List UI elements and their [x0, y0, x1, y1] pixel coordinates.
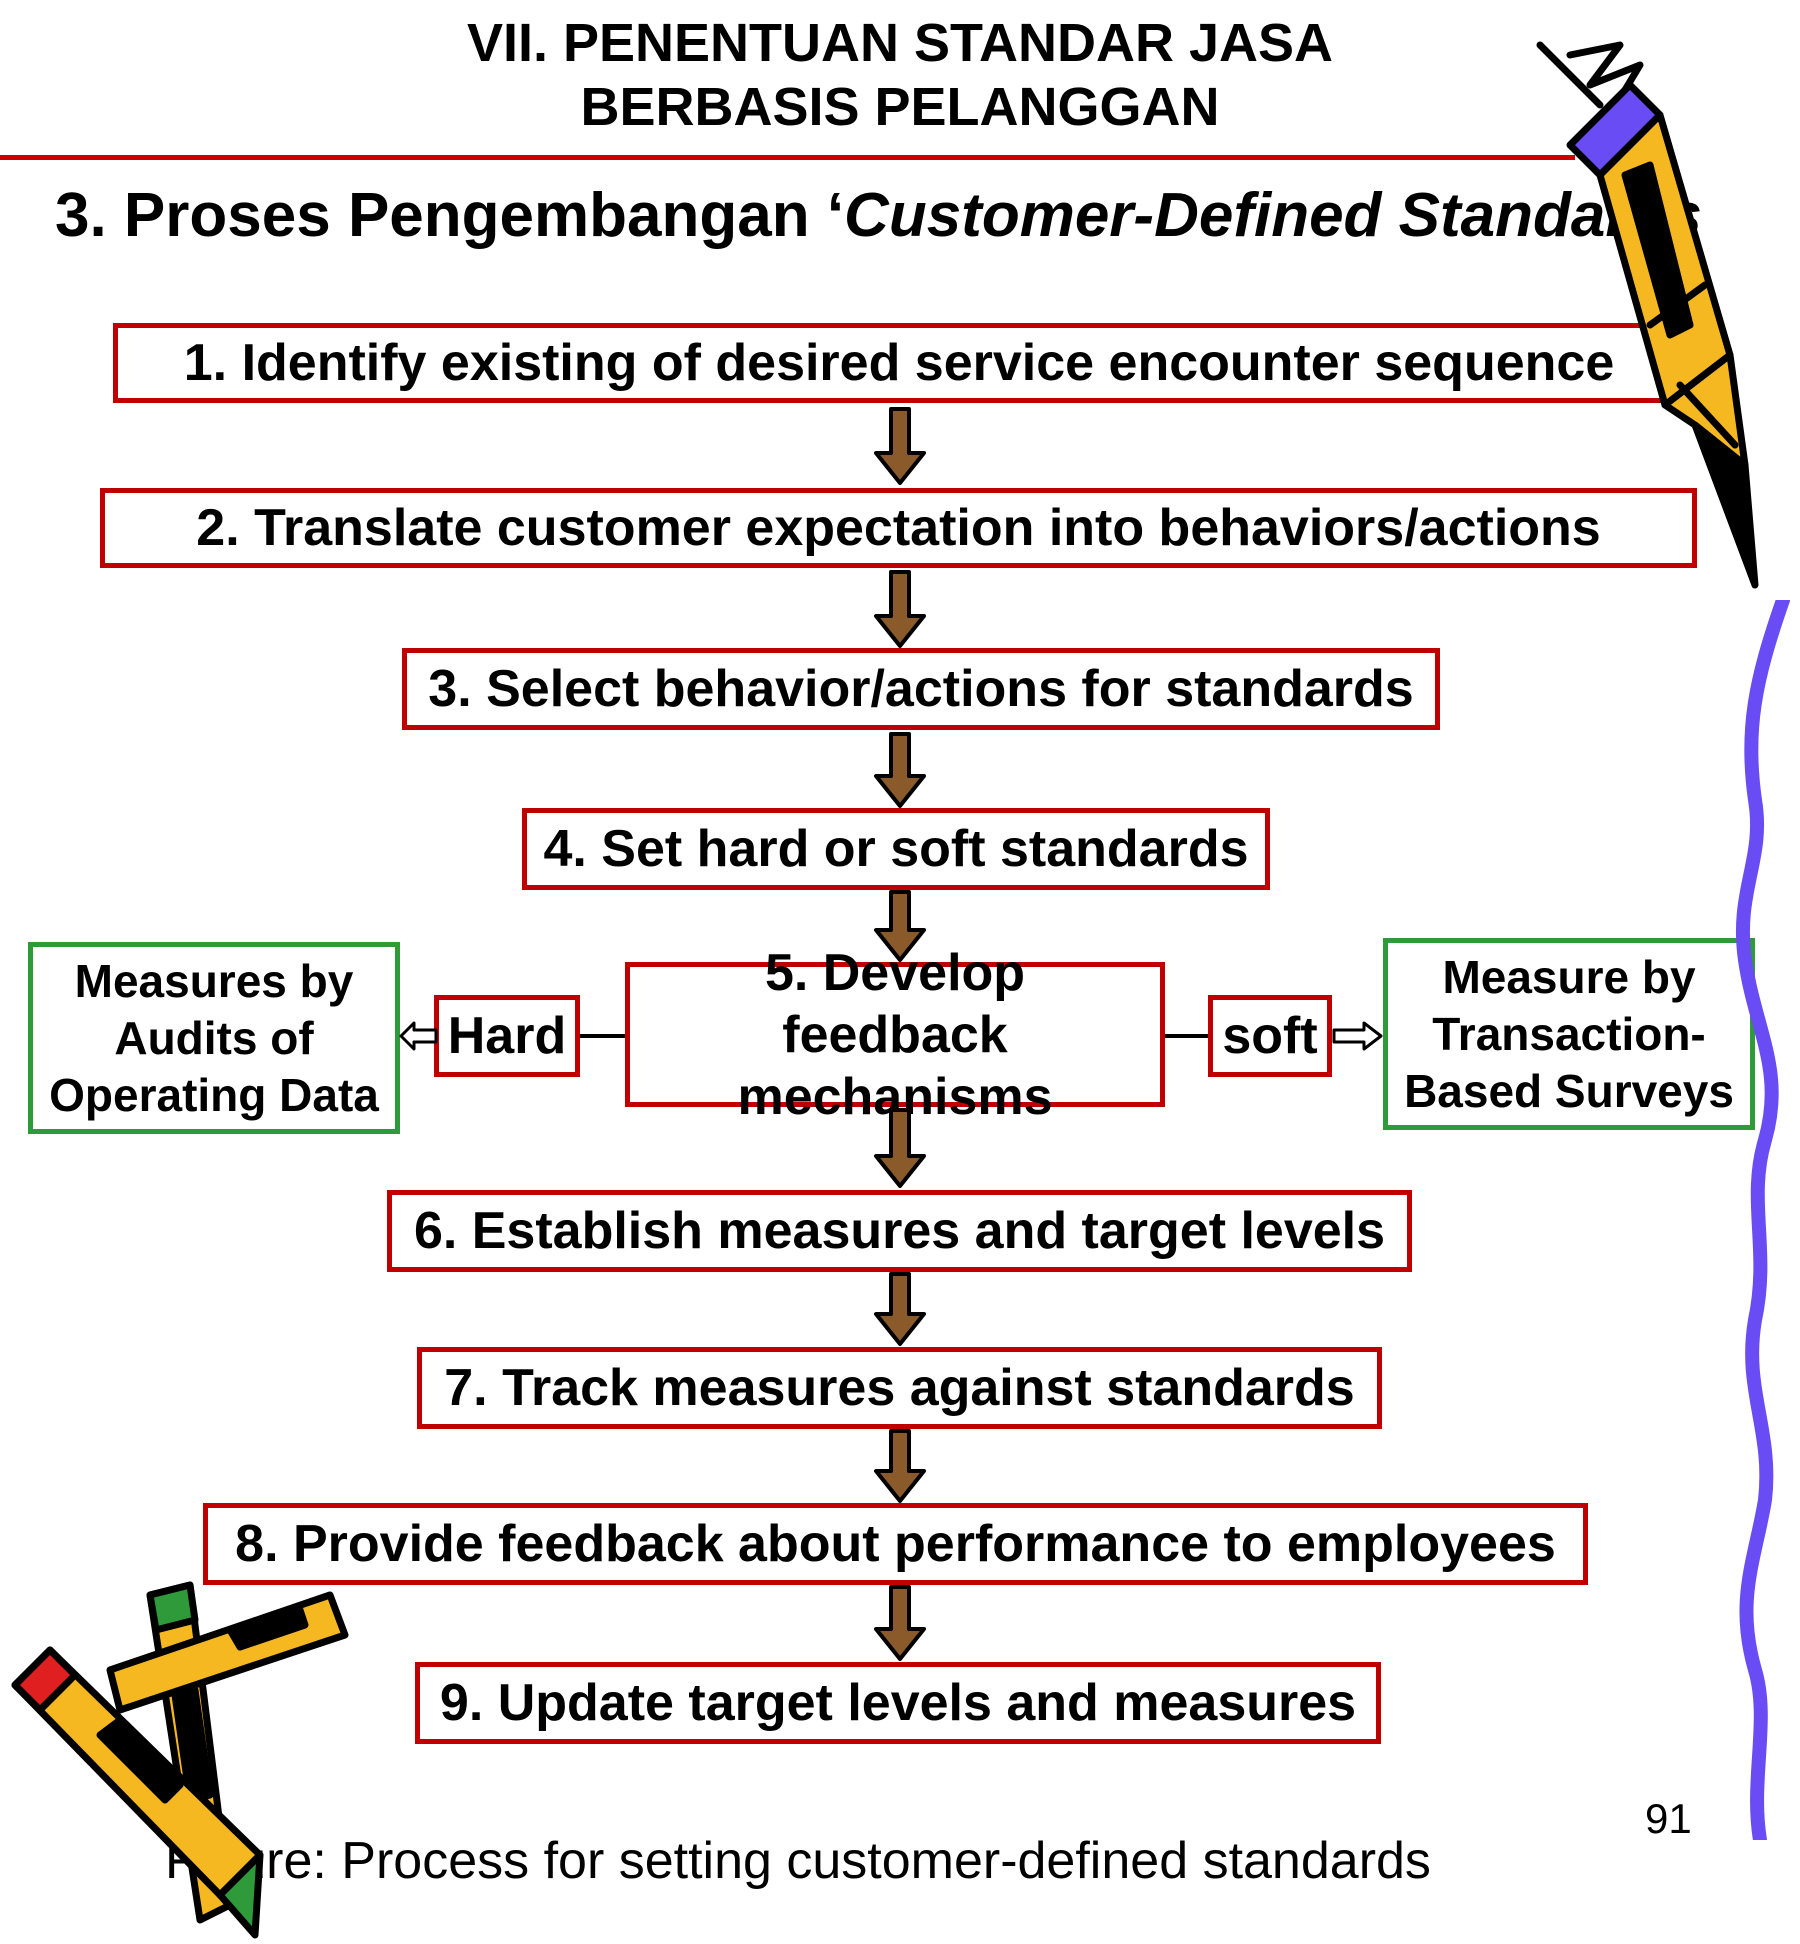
- left-arrow-hard: [399, 1021, 438, 1051]
- step-4-box: 4. Set hard or soft standards: [522, 808, 1270, 890]
- step-3-box: 3. Select behavior/actions for standards: [402, 648, 1440, 730]
- subtitle-italic: Customer-Defined Standards: [844, 181, 1702, 250]
- soft-measure-box: Measure by Transaction-Based Surveys: [1383, 938, 1755, 1130]
- step-1-box: 1. Identify existing of desired service …: [113, 323, 1685, 403]
- crossed-pencils-icon: [11, 1581, 349, 1939]
- slide-title-line-1: VII. PENENTUAN STANDAR JASA: [466, 13, 1334, 73]
- step-8-box: 8. Provide feedback about performance to…: [203, 1503, 1588, 1585]
- down-arrow-5: [874, 1108, 926, 1188]
- step-6-box: 6. Establish measures and target levels: [387, 1190, 1412, 1272]
- step-5-box: 5. Develop feedback mechanisms: [625, 944, 1165, 1126]
- subtitle-prefix: 3. Proses Pengembangan ‘: [55, 181, 845, 250]
- step-7-box: 7. Track measures against standards: [417, 1347, 1382, 1429]
- step-5-label: 5. Develop feedback mechanisms: [737, 943, 1053, 1126]
- down-arrow-8: [874, 1585, 926, 1661]
- down-arrow-6: [874, 1272, 926, 1346]
- right-arrow-soft: [1332, 1021, 1383, 1051]
- down-arrow-2: [874, 570, 926, 648]
- page-number: 91: [1645, 1795, 1692, 1842]
- hard-connector: [580, 1034, 625, 1038]
- section-subtitle: 3. Proses Pengembangan ‘Customer-Defined…: [55, 180, 1702, 252]
- down-arrow-1: [874, 407, 926, 485]
- pencil-icon: [1536, 41, 1759, 589]
- slide-title-line-2: BERBASIS PELANGGAN: [580, 77, 1220, 137]
- down-arrow-4: [874, 890, 926, 962]
- step-2-box: 2. Translate customer expectation into b…: [100, 488, 1697, 568]
- step-9-box: 9. Update target levels and measures: [415, 1662, 1381, 1744]
- down-arrow-7: [874, 1429, 926, 1503]
- soft-label-box: soft: [1208, 995, 1332, 1077]
- hard-measure-box: Measures by Audits of Operating Data: [28, 942, 400, 1134]
- squiggle-line: [1735, 600, 1790, 1840]
- down-arrow-3: [874, 732, 926, 808]
- title-divider: [0, 155, 1575, 160]
- figure-caption: Figure: Process for setting customer-def…: [165, 1832, 1431, 1890]
- hard-label-box: Hard: [434, 995, 580, 1077]
- soft-connector: [1165, 1034, 1208, 1038]
